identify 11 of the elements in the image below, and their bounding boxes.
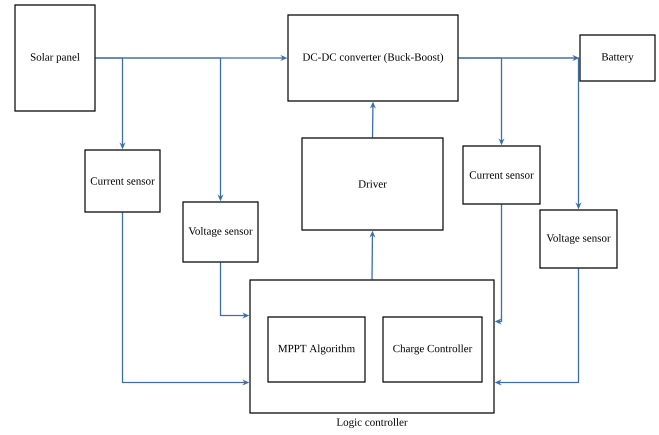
sensor-box: Voltage sensor (182, 201, 259, 263)
node-label: Logic controller (336, 418, 408, 428)
sensor-box: Voltage sensor (539, 209, 618, 269)
algorithm-box: MPPT Algorithm (267, 316, 366, 383)
sensor-box: Current sensor (462, 145, 541, 205)
sensor-box: Current sensor (84, 149, 161, 213)
driver-box: Driver (301, 137, 444, 231)
controller-box: Charge Controller (382, 316, 483, 383)
converter-box: DC-DC converter (Buck-Boost) (287, 14, 459, 102)
panel-box: Solar panel (14, 4, 96, 112)
battery-box: Battery (579, 34, 656, 82)
